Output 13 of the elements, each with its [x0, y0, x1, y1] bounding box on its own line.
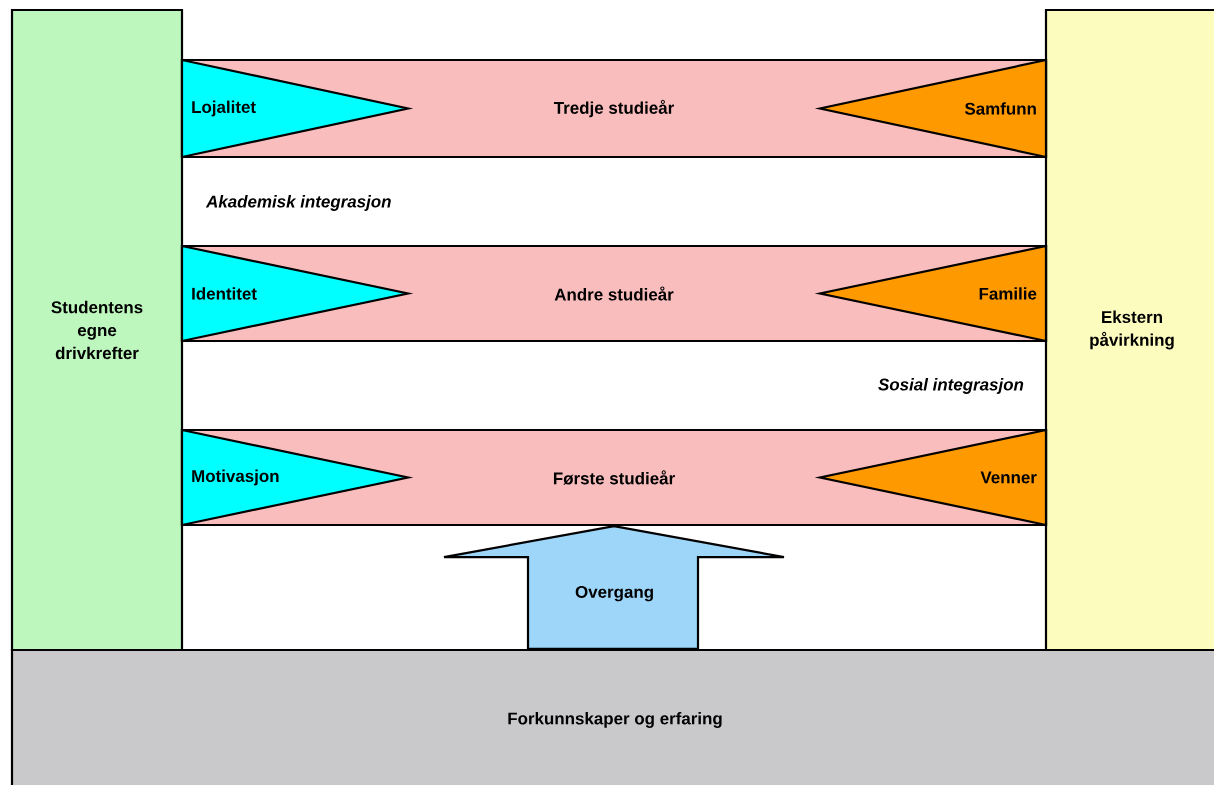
italic-label: Sosial integrasjon [878, 378, 1024, 394]
block-arrow [442, 525, 786, 650]
italic-label: Akademisk integrasjon [205, 195, 391, 211]
triangle: Venner [814, 428, 1048, 527]
triangle: Familie [814, 244, 1048, 343]
triangle: Lojalitet [180, 58, 414, 159]
edge-label: Overgang [575, 585, 653, 602]
triangle: Identitet [180, 244, 414, 343]
side-column: Studentens egne drivkrefter [10, 8, 184, 652]
side-column: Ekstern påvirkning [1044, 8, 1214, 652]
triangle: Samfunn [814, 58, 1048, 159]
base-block: Forkunnskaper og erfaring [10, 648, 1214, 785]
triangle: Motivasjon [180, 428, 414, 527]
